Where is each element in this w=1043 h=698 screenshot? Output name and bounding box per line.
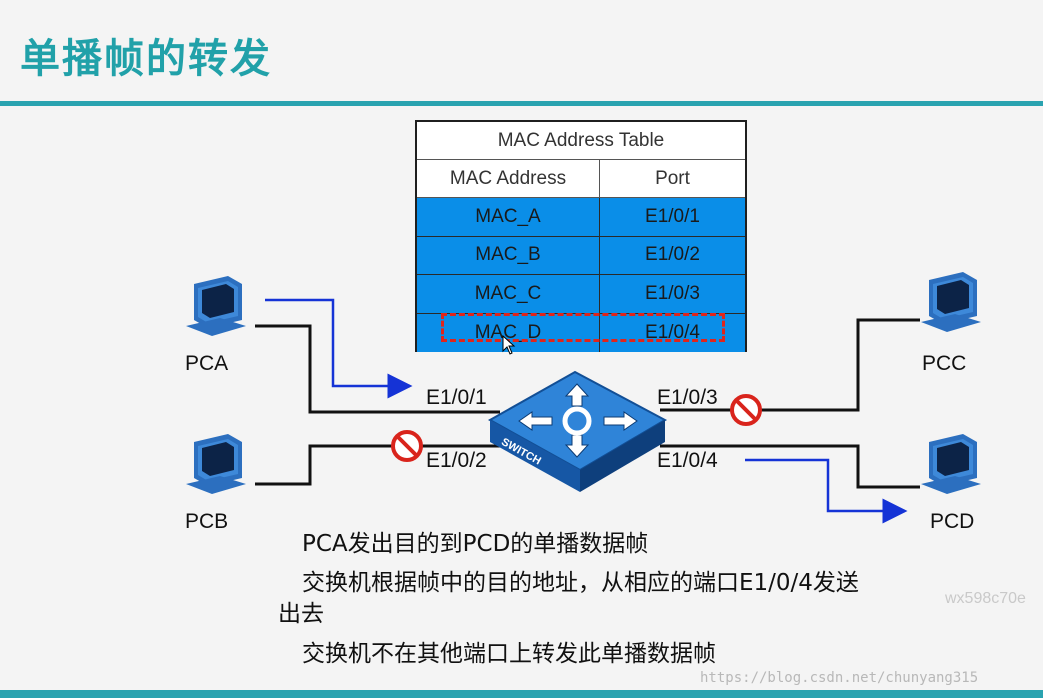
- port-cell: E1/0/1: [645, 205, 700, 227]
- column-header-mac: MAC Address: [417, 160, 600, 197]
- table-header: MAC Address Port: [417, 160, 745, 198]
- arrow-icon: [745, 458, 908, 524]
- mac-cell: MAC_A: [417, 198, 600, 236]
- highlighted-row-marker: [441, 313, 725, 342]
- port-cell: E1/0/3: [645, 282, 700, 304]
- host-label-pcc: PCC: [922, 352, 967, 375]
- table-row: MAC_D E1/0/4: [417, 313, 745, 352]
- link-pca-switch: [255, 324, 500, 414]
- mac-cell: MAC_D: [417, 313, 600, 352]
- description-line-3: 交换机不在其他端口上转发此单播数据帧: [302, 641, 716, 667]
- pc-icon: [921, 434, 981, 494]
- pc-icon: [921, 272, 981, 332]
- host-label-pcb: PCB: [185, 510, 229, 533]
- host-label-pcd: PCD: [930, 510, 975, 533]
- blocked-icon: [391, 430, 423, 462]
- description-line-2-cont: 出去: [278, 601, 324, 627]
- table-row: MAC_A E1/0/1: [417, 198, 745, 237]
- port-label-e1-0-4: E1/0/4: [657, 449, 718, 472]
- pc-icon: [186, 276, 246, 336]
- link-pcd-switch: [660, 444, 920, 489]
- arrow-icon: [265, 298, 413, 399]
- column-header-port: Port: [655, 167, 690, 189]
- port-cell: E1/0/4: [645, 321, 700, 343]
- switch-icon: [487, 370, 668, 492]
- table-row: MAC_B E1/0/2: [417, 236, 745, 275]
- port-label-e1-0-3: E1/0/3: [657, 386, 718, 409]
- table-row: MAC_C E1/0/3: [417, 275, 745, 314]
- port-label-e1-0-2: E1/0/2: [426, 449, 487, 472]
- description-line-1: PCA发出目的到PCD的单播数据帧: [302, 531, 649, 557]
- port-label-e1-0-1: E1/0/1: [426, 386, 487, 409]
- url-watermark: https://blog.csdn.net/chunyang315: [700, 670, 979, 686]
- mac-cell: MAC_B: [417, 236, 600, 274]
- table-caption: MAC Address Table: [417, 122, 745, 160]
- bottom-divider: [0, 690, 1043, 698]
- host-label-pca: PCA: [185, 352, 229, 375]
- blocked-icon: [730, 394, 762, 426]
- cursor-icon: [502, 335, 516, 355]
- mac-cell: MAC_C: [417, 275, 600, 313]
- side-watermark: wx598c70e: [945, 590, 1026, 607]
- title-divider: [0, 101, 1043, 106]
- description-line-2: 交换机根据帧中的目的地址，从相应的端口E1/0/4发送: [302, 570, 859, 596]
- port-cell: E1/0/2: [645, 244, 700, 266]
- pc-icon: [186, 434, 246, 494]
- slide-title: 单播帧的转发: [20, 36, 272, 82]
